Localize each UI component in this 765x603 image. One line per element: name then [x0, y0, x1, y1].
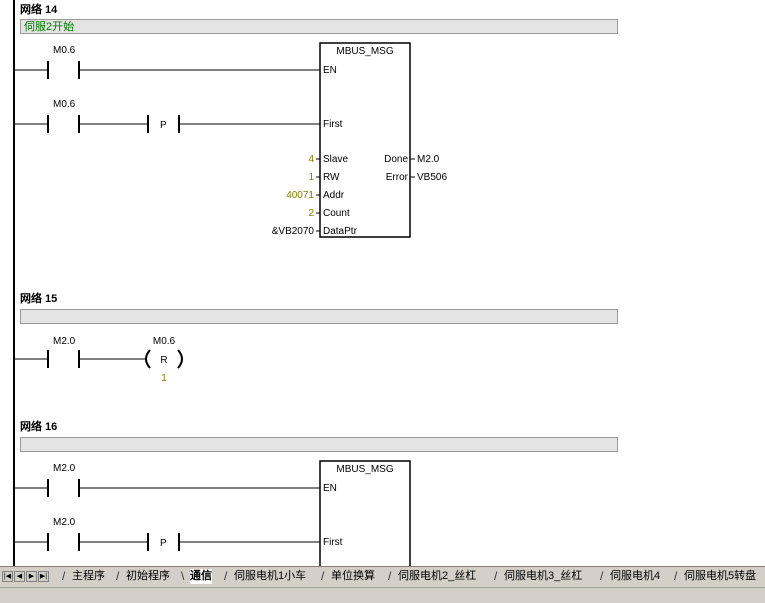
tab-separator: /	[674, 569, 678, 583]
dataptr-value: &VB2070	[272, 226, 315, 237]
pin-slave: Slave	[323, 154, 348, 165]
tab-comm[interactable]: 通信	[190, 569, 212, 584]
contact-m2-0-b[interactable]: M2.0	[14, 517, 80, 551]
reset-coil[interactable]: R M0.6 1	[145, 336, 183, 384]
tab-servo5[interactable]: 伺服电机5转盘	[684, 570, 757, 582]
contact-m2-0[interactable]: M2.0	[14, 336, 80, 368]
tab-main[interactable]: 主程序	[72, 570, 105, 582]
horizontal-scrollbar[interactable]	[0, 587, 765, 602]
coil-count: 1	[161, 373, 167, 384]
error-value: VB506	[417, 172, 447, 183]
addr-value: 40071	[286, 190, 314, 201]
edge-label: P	[160, 120, 167, 131]
contact-address: M0.6	[53, 45, 76, 56]
pin-done: Done	[384, 154, 408, 165]
block-name: MBUS_MSG	[336, 46, 393, 57]
pin-error: Error	[386, 172, 409, 183]
count-value: 2	[308, 208, 314, 219]
tab-separator: /	[494, 569, 498, 583]
last-icon[interactable]: ▶|	[38, 571, 49, 582]
coil-type: R	[160, 355, 167, 366]
tab-separator: /	[224, 569, 228, 583]
network-16-title[interactable]: 网络 16	[20, 421, 58, 433]
tab-separator: /	[62, 569, 66, 583]
prev-icon[interactable]: ◀	[14, 571, 25, 582]
pin-first: First	[323, 119, 343, 130]
tab-separator: /	[321, 569, 325, 583]
network-15-title[interactable]: 网络 15	[20, 293, 58, 305]
network-16-comment[interactable]	[20, 437, 618, 452]
network-14-title[interactable]: 网络 14	[20, 4, 58, 16]
positive-edge-p[interactable]: P	[147, 115, 180, 133]
mbus-msg-block-16[interactable]: MBUS_MSG EN First	[319, 460, 411, 566]
rw-value: 1	[308, 172, 314, 183]
tab-servo2[interactable]: 伺服电机2_丝杠	[398, 570, 477, 582]
next-icon[interactable]: ▶	[26, 571, 37, 582]
contact-m0-6-a[interactable]: M0.6	[14, 45, 80, 79]
ladder-diagram: M0.6 M0.6 P MBUS_MSG EN First Slave 4	[13, 0, 448, 566]
pin-en: EN	[323, 65, 337, 76]
pin-count: Count	[323, 208, 350, 219]
block-name: MBUS_MSG	[336, 464, 393, 475]
contact-address: M0.6	[53, 99, 76, 110]
mbus-msg-block-14[interactable]: MBUS_MSG EN First Slave 4 RW 1 Addr 4007…	[272, 42, 448, 238]
pin-rw: RW	[323, 172, 340, 183]
network-15-comment[interactable]	[20, 309, 618, 324]
done-value: M2.0	[417, 154, 440, 165]
contact-address: M2.0	[53, 517, 76, 528]
tab-separator: /	[116, 569, 120, 583]
ladder-editor[interactable]: 网络 14 伺服2开始 网络 15 网络 16 M0.6 M0.6 P	[0, 0, 765, 566]
edge-label: P	[160, 538, 167, 549]
tab-separator: \	[181, 569, 185, 583]
contact-m2-0-a[interactable]: M2.0	[14, 463, 80, 497]
pin-en: EN	[323, 483, 337, 494]
contact-m0-6-b[interactable]: M0.6	[14, 99, 80, 133]
slave-value: 4	[308, 154, 314, 165]
network-14-comment[interactable]: 伺服2开始	[20, 19, 618, 34]
contact-address: M2.0	[53, 336, 76, 347]
pin-addr: Addr	[323, 190, 345, 201]
contact-address: M2.0	[53, 463, 76, 474]
tab-separator: /	[388, 569, 392, 583]
coil-address: M0.6	[153, 336, 176, 347]
tab-init[interactable]: 初始程序	[126, 570, 170, 582]
pin-first: First	[323, 537, 343, 548]
pin-dataptr: DataPtr	[323, 226, 358, 237]
positive-edge-p-16[interactable]: P	[147, 533, 180, 551]
tab-separator: /	[600, 569, 604, 583]
tab-unit-conv[interactable]: 单位换算	[331, 570, 375, 582]
program-tab-bar: |◀ ◀ ▶ ▶| / 主程序 / 初始程序 \ 通信 / 伺服电机1小车 / …	[0, 566, 765, 603]
first-icon[interactable]: |◀	[2, 571, 13, 582]
tab-servo1[interactable]: 伺服电机1小车	[234, 570, 307, 582]
tab-servo4[interactable]: 伺服电机4	[610, 570, 661, 582]
tab-servo3[interactable]: 伺服电机3_丝杠	[504, 570, 583, 582]
